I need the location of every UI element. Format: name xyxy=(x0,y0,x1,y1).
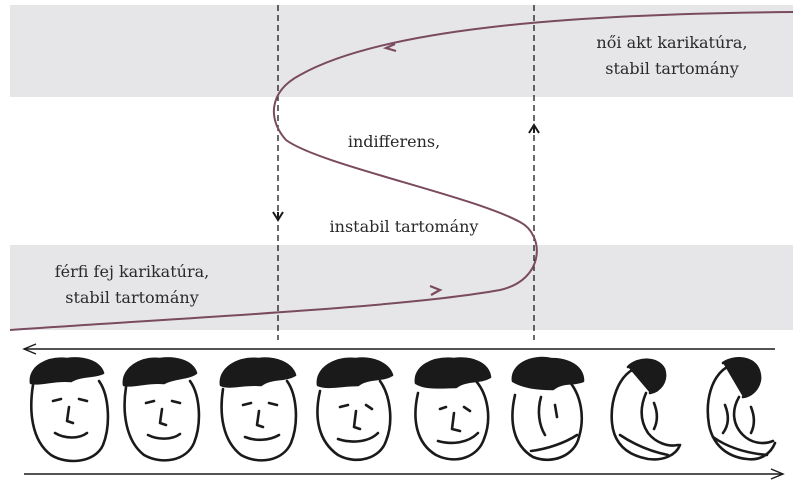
hysteresis-curve xyxy=(9,11,794,331)
caricature-face-3 xyxy=(219,357,298,462)
caricature-figure-6 xyxy=(511,356,585,462)
down-jump-arrow xyxy=(272,211,284,222)
top-region-label-line1: női akt karikatúra, xyxy=(596,33,747,52)
caricature-nude-7 xyxy=(610,358,682,461)
curve-arrow-right xyxy=(429,284,443,296)
bottom-region-label-line1: férfi fej karikatúra, xyxy=(55,262,209,281)
caricature-nude-8 xyxy=(706,357,777,461)
curve-arrow-left xyxy=(382,42,397,53)
top-region-label-line2: stabil tartomány xyxy=(605,59,738,78)
caricature-face-5 xyxy=(414,357,492,461)
middle-label-line1: indifferens, xyxy=(348,132,440,151)
caricature-face-1 xyxy=(29,357,110,463)
caricature-face-4 xyxy=(316,357,394,462)
caricature-sequence xyxy=(29,356,777,463)
up-jump-arrow xyxy=(528,123,540,134)
sequence-arrow-right-head xyxy=(770,468,785,480)
caricature-face-2 xyxy=(122,357,201,462)
sequence-arrow-left-head xyxy=(22,343,37,355)
bottom-stable-band xyxy=(10,245,793,330)
bottom-region-label-line2: stabil tartomány xyxy=(65,288,198,307)
middle-label-line2: instabil tartomány xyxy=(330,217,479,236)
top-stable-band xyxy=(10,5,793,97)
